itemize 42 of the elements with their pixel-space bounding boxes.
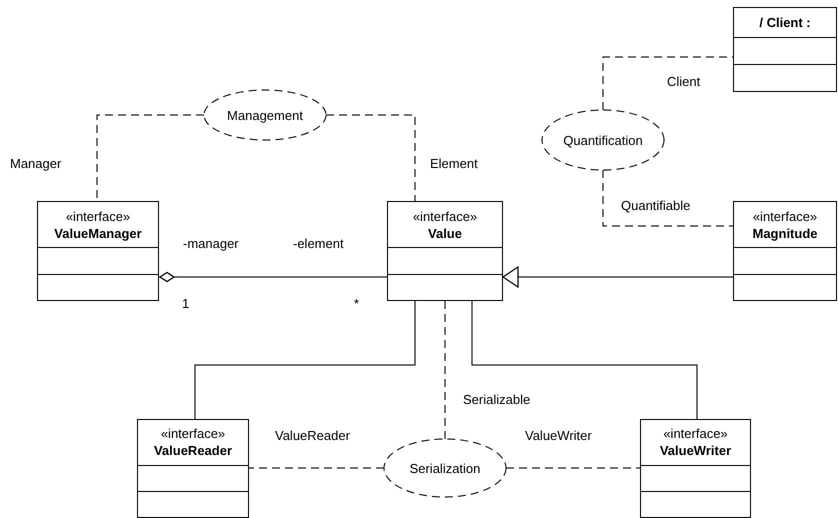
dashed-connector — [602, 170, 734, 226]
interface-box — [37, 201, 159, 301]
class-name: ValueWriter — [660, 442, 732, 460]
dashed-connector — [444, 300, 446, 440]
dashed-connector — [326, 114, 416, 202]
stereotype-label: «interface» — [160, 425, 226, 442]
generalization-arrow — [502, 266, 734, 288]
interface-box — [640, 419, 751, 518]
stereotype-label: «interface» — [663, 425, 728, 442]
connector-line — [472, 300, 698, 420]
interface-box — [733, 7, 837, 92]
stereotype-label: «interface» — [66, 208, 130, 224]
collaboration-ellipse — [203, 89, 327, 141]
interface-box — [137, 419, 249, 518]
role-label: ValueWriter — [525, 428, 592, 443]
role-label: ValueReader — [275, 428, 350, 443]
dashed-connector — [602, 56, 734, 110]
class-name: / Client : — [759, 14, 811, 31]
role-label: Serializable — [463, 392, 530, 407]
multiplicity-label: * — [354, 296, 360, 311]
role-label: Manager — [10, 156, 62, 171]
collaboration-ellipse — [541, 109, 665, 171]
stereotype-label: «interface» — [412, 208, 478, 224]
role-name: -manager — [183, 236, 239, 251]
class-name: ValueManager — [54, 224, 142, 242]
role-name: -element — [293, 236, 344, 251]
role-label: Quantifiable — [621, 198, 690, 213]
collaboration-name: Management — [227, 106, 303, 124]
collaboration-ellipse — [383, 438, 507, 498]
class-name: Magnitude — [752, 224, 818, 242]
class-name: Value — [428, 224, 462, 242]
interface-box — [387, 201, 503, 301]
role-label: Element — [430, 156, 478, 171]
collaboration-name: Serialization — [410, 460, 480, 476]
stereotype-label: «interface» — [752, 208, 818, 224]
interface-box — [733, 201, 837, 301]
aggregation-line — [158, 272, 388, 282]
connector-line — [194, 300, 416, 420]
collaboration-name: Quantification — [563, 132, 643, 148]
class-name: ValueReader — [154, 442, 232, 460]
role-label: Client — [667, 74, 700, 89]
multiplicity-label: 1 — [182, 296, 190, 311]
